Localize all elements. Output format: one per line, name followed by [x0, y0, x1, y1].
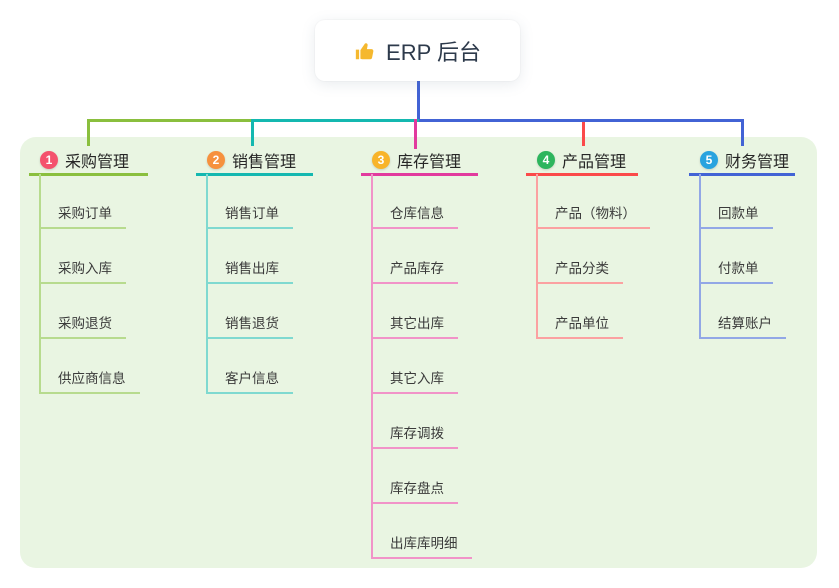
connector-drop-product: [582, 122, 585, 146]
child-node-label[interactable]: 产品单位: [538, 312, 623, 339]
child-node: 其它出库: [373, 284, 472, 339]
child-node: 产品（物料）: [538, 174, 650, 229]
child-node-label[interactable]: 采购订单: [41, 202, 126, 229]
child-node-label[interactable]: 客户信息: [208, 367, 293, 394]
child-node-label[interactable]: 销售订单: [208, 202, 293, 229]
child-node: 供应商信息: [41, 339, 140, 394]
child-node: 产品分类: [538, 229, 650, 284]
branch-purchase: 1 采购管理 采购订单采购入库采购退货供应商信息: [29, 146, 148, 394]
child-node-label[interactable]: 付款单: [701, 257, 773, 284]
child-node: 产品库存: [373, 229, 472, 284]
child-node-label[interactable]: 结算账户: [701, 312, 786, 339]
branch-header-purchase[interactable]: 1 采购管理: [29, 146, 148, 176]
root-label: ERP 后台: [386, 39, 481, 65]
branch-children: 销售订单销售出库销售退货客户信息: [206, 174, 293, 394]
child-node: 库存调拨: [373, 394, 472, 449]
child-node: 销售退货: [208, 284, 293, 339]
branch-children: 仓库信息产品库存其它出库其它入库库存调拨库存盘点出库库明细: [371, 174, 472, 559]
child-node-label[interactable]: 仓库信息: [373, 202, 458, 229]
branch-label: 销售管理: [232, 153, 297, 171]
child-node-label[interactable]: 产品库存: [373, 257, 458, 284]
child-node: 采购入库: [41, 229, 140, 284]
child-node: 采购退货: [41, 284, 140, 339]
thumbs-up-icon: [354, 40, 376, 62]
child-node: 其它入库: [373, 339, 472, 394]
child-node: 仓库信息: [373, 174, 472, 229]
child-node-label[interactable]: 采购退货: [41, 312, 126, 339]
child-node: 付款单: [701, 229, 786, 284]
connector-drop-inventory: [414, 119, 417, 149]
branch-label: 产品管理: [562, 153, 627, 171]
child-node-label[interactable]: 供应商信息: [41, 367, 140, 394]
connector-bus-purchase: [88, 119, 253, 122]
branch-label: 财务管理: [725, 153, 790, 171]
connector-bus-sales: [253, 119, 419, 122]
child-node-label[interactable]: 其它入库: [373, 367, 458, 394]
connector-drop-sales: [251, 119, 254, 146]
branch-children: 回款单付款单结算账户: [699, 174, 786, 339]
child-node-label[interactable]: 采购入库: [41, 257, 126, 284]
child-node: 产品单位: [538, 284, 650, 339]
child-node-label[interactable]: 其它出库: [373, 312, 458, 339]
child-node: 采购订单: [41, 174, 140, 229]
mindmap-background-panel: [20, 137, 817, 568]
branch-finance: 5 财务管理 回款单付款单结算账户: [689, 146, 795, 339]
branch-header-sales[interactable]: 2 销售管理: [196, 146, 313, 176]
branch-children: 产品（物料） 产品分类产品单位: [536, 174, 650, 339]
root-node[interactable]: ERP 后台: [315, 20, 520, 81]
child-node: 出库库明细: [373, 504, 472, 559]
branch-header-finance[interactable]: 5 财务管理: [689, 146, 795, 176]
branch-sales: 2 销售管理 销售订单销售出库销售退货客户信息: [196, 146, 313, 394]
connector-drop-finance: [741, 119, 744, 146]
branch-inventory: 3 库存管理 仓库信息产品库存其它出库其它入库库存调拨库存盘点出库库明细: [361, 146, 478, 559]
child-node: 客户信息: [208, 339, 293, 394]
child-node-label[interactable]: 产品（物料）: [538, 202, 650, 229]
branch-badge: 4: [537, 150, 555, 169]
child-node-label[interactable]: 销售退货: [208, 312, 293, 339]
branch-badge: 5: [700, 150, 718, 169]
branch-header-inventory[interactable]: 3 库存管理: [361, 146, 478, 176]
child-node-label[interactable]: 出库库明细: [373, 532, 472, 559]
child-node: 库存盘点: [373, 449, 472, 504]
child-node: 销售订单: [208, 174, 293, 229]
child-node-label[interactable]: 库存调拨: [373, 422, 458, 449]
branch-label: 采购管理: [65, 153, 130, 171]
child-node-label[interactable]: 销售出库: [208, 257, 293, 284]
child-node-label[interactable]: 产品分类: [538, 257, 623, 284]
child-node: 结算账户: [701, 284, 786, 339]
connector-root-stem: [417, 81, 420, 122]
connector-bus-finance: [419, 119, 744, 122]
branch-badge: 3: [372, 150, 390, 169]
branch-children: 采购订单采购入库采购退货供应商信息: [39, 174, 140, 394]
branch-badge: 1: [40, 150, 58, 169]
branch-label: 库存管理: [397, 153, 462, 171]
branch-product: 4 产品管理 产品（物料） 产品分类产品单位: [526, 146, 650, 339]
branch-badge: 2: [207, 150, 225, 169]
connector-drop-purchase: [87, 119, 90, 146]
child-node-label[interactable]: 库存盘点: [373, 477, 458, 504]
branch-header-product[interactable]: 4 产品管理: [526, 146, 638, 176]
child-node: 回款单: [701, 174, 786, 229]
child-node: 销售出库: [208, 229, 293, 284]
child-node-label[interactable]: 回款单: [701, 202, 773, 229]
